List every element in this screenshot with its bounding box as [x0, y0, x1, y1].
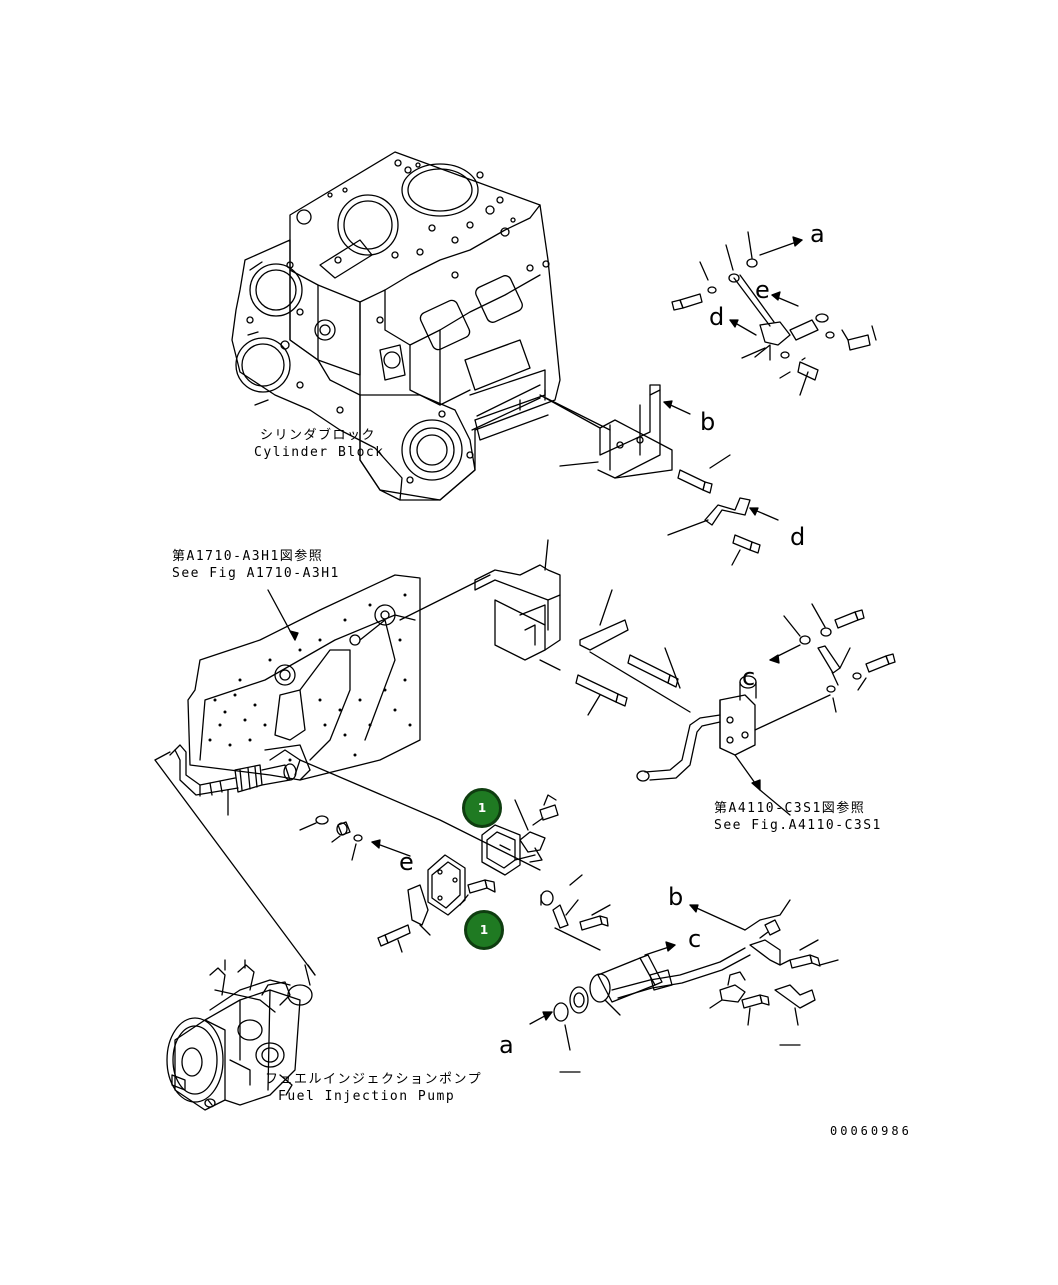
clamp-parts [377, 794, 611, 953]
ref-letter-a-low: a [499, 1031, 514, 1059]
document-number: 00060986 [830, 1124, 912, 1138]
part-callout-1-upper[interactable]: 1 [462, 788, 502, 828]
bracket-b [471, 384, 779, 566]
fig-a4110-label-jp: 第A4110-C3S1図参照 [714, 801, 866, 816]
fig-a1710-label-jp: 第A1710-A3H1図参照 [172, 549, 324, 564]
cylinder-block-label-jp: シリンダブロック [260, 428, 377, 443]
fig-a4110-label-en: See Fig.A4110-C3S1 [714, 818, 882, 833]
fuel-pump-label-jp: フュエルインジェクションポンプ [265, 1072, 483, 1087]
fig-a1710-label-en: See Fig A1710-A3H1 [172, 566, 340, 581]
sensor-harness [529, 899, 839, 1073]
fuel-injection-pump [166, 959, 316, 1111]
top-right-bracket-assembly [671, 231, 877, 396]
ref-letter-c-low: c [688, 925, 702, 953]
ref-letter-e-top: e [755, 276, 770, 304]
ref-letter-d-top: d [709, 303, 725, 331]
fuel-hose [154, 744, 411, 976]
ref-letter-c-mid: c [742, 663, 756, 691]
fuel-pipe-fitting [636, 603, 896, 816]
ref-letter-b-top: b [700, 408, 716, 436]
cylinder-block [231, 151, 561, 501]
part-callout-1-lower[interactable]: 1 [464, 910, 504, 950]
ref-letter-d-mid: d [790, 523, 806, 551]
cylinder-block-label-en: Cylinder Block [254, 445, 385, 460]
front-plate [187, 574, 541, 871]
ref-letter-e-low: e [399, 848, 414, 876]
ref-letter-a-top: a [810, 220, 825, 248]
fuel-pump-label-en: Fuel Injection Pump [278, 1089, 456, 1104]
center-bracket [474, 539, 691, 716]
ref-letter-b-low: b [668, 883, 684, 911]
